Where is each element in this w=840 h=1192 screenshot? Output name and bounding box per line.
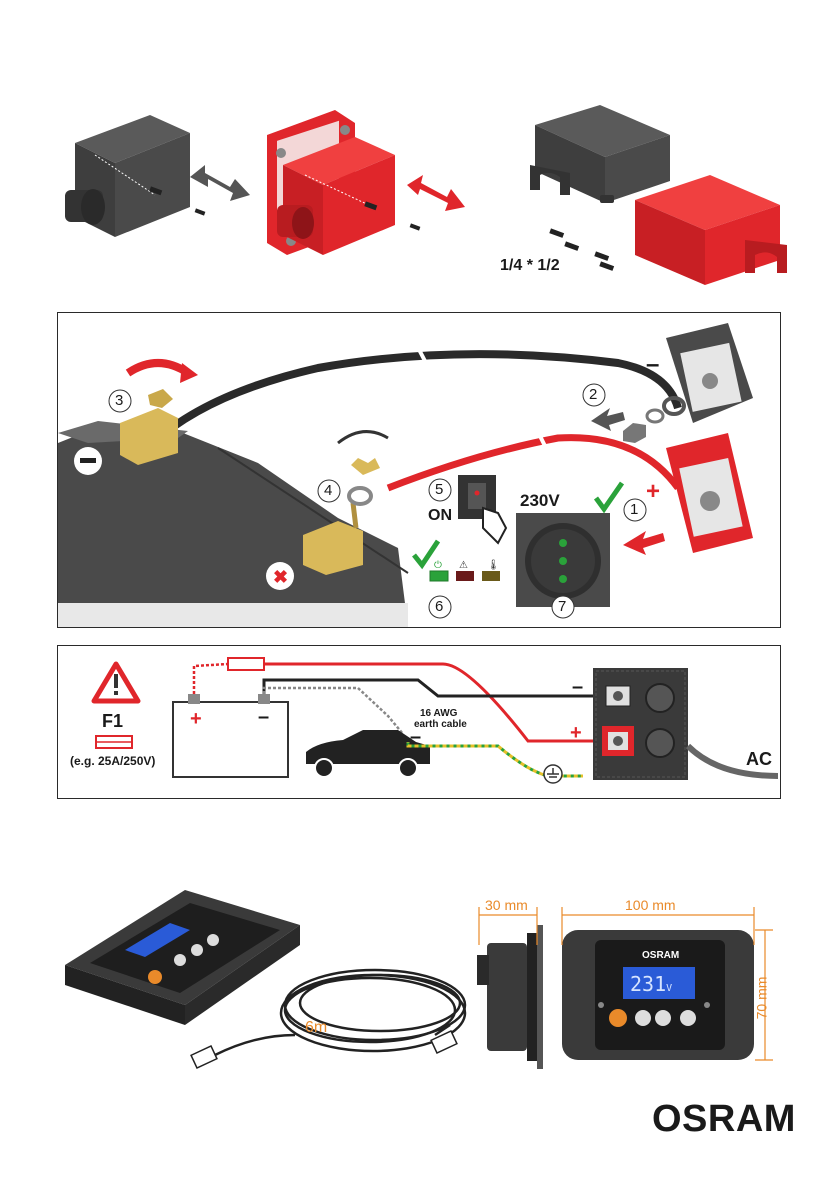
depth-dimension-label: 30 mm bbox=[485, 897, 528, 913]
rj-plug-left-icon bbox=[191, 1046, 217, 1068]
display-unit: V bbox=[666, 983, 672, 994]
dark-cover-illustration bbox=[65, 115, 205, 237]
coiled-cable-illustration bbox=[215, 970, 465, 1055]
wiring-panel: ✖ ⏻ ⚠ bbox=[57, 312, 781, 628]
svg-text:⏻: ⏻ bbox=[434, 560, 442, 571]
step-6-number: 6 bbox=[435, 598, 443, 615]
remote-illustration bbox=[55, 885, 795, 1085]
red-cover-illustration bbox=[267, 110, 420, 255]
wiring-illustration: ✖ ⏻ ⚠ bbox=[58, 313, 780, 627]
remote-perspective-illustration bbox=[65, 890, 300, 1025]
inverter-illustration bbox=[593, 668, 688, 780]
rotate-arrow-icon bbox=[338, 432, 388, 443]
switch-on-label: ON bbox=[428, 507, 452, 525]
ac-label: AC bbox=[746, 749, 772, 770]
display-number: 231 bbox=[630, 972, 666, 996]
svg-text:⚠: ⚠ bbox=[459, 560, 468, 571]
power-switch-illustration bbox=[458, 475, 506, 543]
panel-brand-label: OSRAM bbox=[642, 950, 679, 961]
loose-dark-cover-illustration bbox=[530, 105, 670, 203]
height-dimension-label: 70 mm bbox=[753, 977, 769, 1020]
red-cable bbox=[388, 438, 678, 488]
step-2-number: 2 bbox=[589, 386, 597, 403]
minus-terminal-sign: – bbox=[646, 351, 659, 379]
battery-minus-sign: – bbox=[258, 706, 269, 729]
status-indicators-illustration: ⏻ ⚠ 🌡 bbox=[414, 541, 500, 581]
rotate-arrow-red-icon bbox=[128, 363, 188, 373]
warning-icon bbox=[94, 664, 138, 701]
inline-fuse-icon bbox=[228, 658, 264, 670]
inverter-minus-sign: – bbox=[572, 676, 583, 699]
step-3-number: 3 bbox=[115, 392, 123, 409]
double-arrow-grey-icon bbox=[190, 165, 250, 201]
ground-symbol-icon bbox=[544, 765, 562, 783]
double-arrow-red-icon bbox=[407, 175, 465, 211]
earth-cable-label-1: 16 AWG bbox=[420, 708, 457, 719]
step-7-number: 7 bbox=[558, 598, 566, 615]
socket-voltage-label: 230V bbox=[520, 491, 560, 511]
screw-size-label: 1/4 * 1/2 bbox=[500, 257, 560, 275]
schematic-panel: F1 (e.g. 25A/250V) 16 AWG earth cable AC… bbox=[57, 645, 781, 799]
svg-text:🌡: 🌡 bbox=[487, 559, 500, 571]
display-value: 231V bbox=[630, 972, 672, 996]
remote-section: 6m 30 mm 100 mm 70 mm 231V OSRAM bbox=[55, 885, 795, 1085]
minus-bracket-illustration bbox=[666, 323, 753, 423]
fuse-label: F1 bbox=[102, 711, 123, 732]
earth-cable-label-2: earth cable bbox=[414, 719, 467, 730]
inverter-plus-sign: + bbox=[570, 722, 582, 745]
terminal-covers-section: 1/4 * 1/2 bbox=[55, 95, 795, 290]
cable-length-label: 6m bbox=[305, 1019, 327, 1037]
plus-bracket-illustration bbox=[666, 433, 753, 553]
ring-terminal-icon bbox=[349, 488, 371, 504]
car-minus-sign: – bbox=[410, 726, 421, 749]
step-4-number: 4 bbox=[324, 482, 332, 499]
socket-illustration bbox=[516, 513, 610, 607]
arrow-step2-icon bbox=[591, 408, 625, 431]
svg-text:✖: ✖ bbox=[273, 567, 288, 587]
step-5-number: 5 bbox=[435, 481, 443, 498]
plus-terminal-sign: + bbox=[646, 478, 660, 506]
battery-plus-sign: + bbox=[190, 708, 202, 731]
remote-side-view-illustration bbox=[477, 925, 543, 1069]
schematic-battery-illustration bbox=[173, 694, 288, 777]
check-socket-icon bbox=[596, 483, 622, 509]
width-dimension-label: 100 mm bbox=[625, 897, 676, 913]
step-1-number: 1 bbox=[630, 501, 638, 518]
terminal-covers-illustration bbox=[55, 95, 795, 290]
osram-logo: OSRAM bbox=[652, 1098, 796, 1141]
arrow-step1-icon bbox=[623, 531, 665, 555]
fuse-rating-label: (e.g. 25A/250V) bbox=[70, 754, 155, 768]
loose-red-cover-illustration bbox=[635, 175, 787, 285]
wing-nut-icon bbox=[351, 458, 380, 475]
